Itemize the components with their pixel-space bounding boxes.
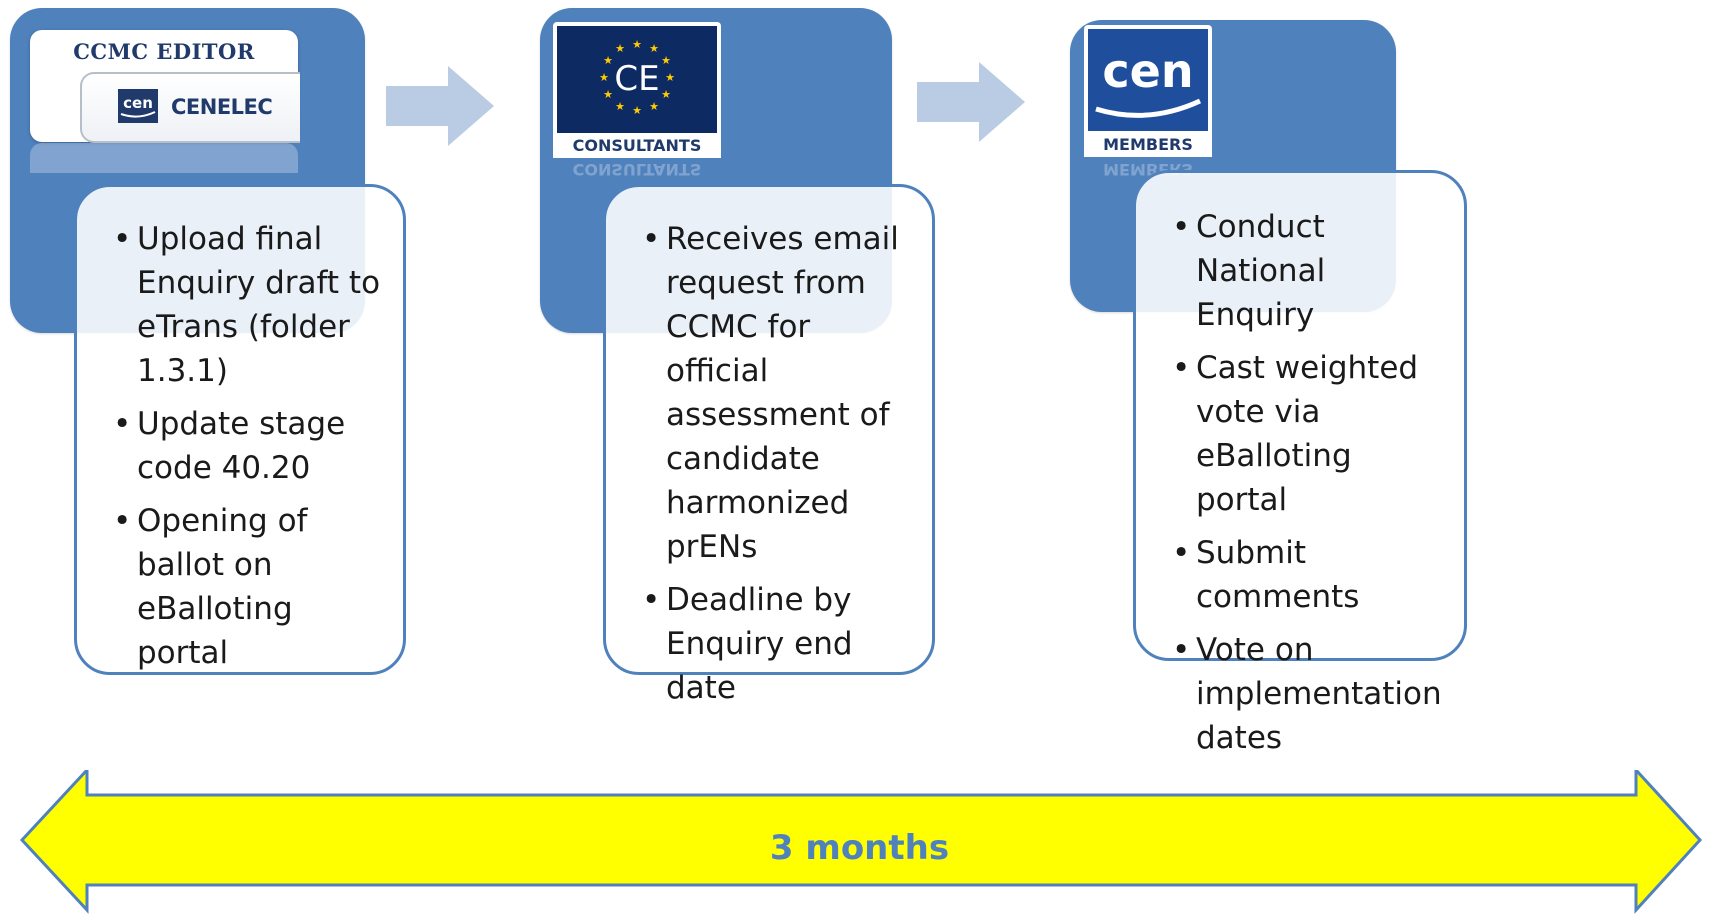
cen-mini-logo-icon: cen bbox=[118, 89, 158, 123]
stage-1-bullet-list: Upload final Enquiry draft to eTrans (fo… bbox=[111, 217, 383, 675]
consultants-caption: CONSULTANTS bbox=[553, 134, 721, 158]
stage-3-bullet: Conduct National Enquiry bbox=[1170, 205, 1450, 337]
ce-marking-icon: ★ ★ ★ ★ ★ ★ ★ ★ ★ ★ ★ ★ CE bbox=[557, 26, 717, 133]
members-caption: MEMBERS bbox=[1084, 133, 1212, 157]
svg-text:★: ★ bbox=[615, 42, 625, 55]
ccmc-editor-logo: CCMC EDITOR cen CENELEC bbox=[30, 30, 300, 143]
cenelec-wordmark: CENELEC bbox=[171, 95, 273, 119]
svg-text:★: ★ bbox=[649, 100, 659, 113]
svg-text:★: ★ bbox=[665, 71, 675, 84]
stage-3-bullet-list: Conduct National Enquiry Cast weighted v… bbox=[1170, 205, 1450, 760]
stage-3-bullet: Vote on implementation dates bbox=[1170, 628, 1450, 760]
flow-arrow-1-icon bbox=[386, 66, 494, 146]
svg-text:★: ★ bbox=[661, 88, 671, 101]
stage-2-bullet: Deadline by Enquiry end date bbox=[640, 578, 916, 710]
stage-1-bullet: Upload final Enquiry draft to eTrans (fo… bbox=[111, 217, 383, 393]
svg-text:★: ★ bbox=[599, 71, 609, 84]
svg-text:cen: cen bbox=[123, 94, 153, 112]
ce-mark-text: CE bbox=[614, 59, 659, 99]
stage-3-bullet: Submit comments bbox=[1170, 531, 1450, 619]
consultants-caption-reflection: CONSULTANTS bbox=[572, 160, 702, 179]
svg-text:cen: cen bbox=[1102, 44, 1193, 98]
stage-1-bullet: Update stage code 40.20 bbox=[111, 402, 383, 490]
svg-text:★: ★ bbox=[603, 54, 613, 67]
stage-1-textbox: Upload final Enquiry draft to eTrans (fo… bbox=[74, 184, 406, 675]
stage-2-textbox: Receives email request from CCMC for off… bbox=[603, 184, 935, 706]
svg-text:★: ★ bbox=[603, 88, 613, 101]
stage-3-textbox: Conduct National Enquiry Cast weighted v… bbox=[1133, 170, 1467, 756]
svg-text:★: ★ bbox=[632, 104, 642, 117]
stage-2-bullet: Receives email request from CCMC for off… bbox=[640, 217, 916, 569]
svg-text:★: ★ bbox=[632, 38, 642, 51]
consultants-logo: ★ ★ ★ ★ ★ ★ ★ ★ ★ ★ ★ ★ CE CONSULTANTS bbox=[553, 22, 721, 158]
timeline-double-arrow bbox=[19, 770, 1703, 914]
svg-text:★: ★ bbox=[661, 54, 671, 67]
flow-arrow-2-icon bbox=[917, 62, 1025, 142]
cenelec-badge: cen CENELEC bbox=[80, 72, 300, 143]
stage-2-bullet-list: Receives email request from CCMC for off… bbox=[640, 217, 916, 710]
ccmc-editor-title: CCMC EDITOR bbox=[73, 39, 255, 64]
ccmc-logo-reflection bbox=[30, 143, 298, 173]
svg-text:★: ★ bbox=[615, 100, 625, 113]
timeline-label: 3 months bbox=[769, 828, 950, 868]
cen-members-logo: cen MEMBERS bbox=[1084, 25, 1212, 157]
cen-logo-icon: cen bbox=[1088, 29, 1208, 131]
svg-text:★: ★ bbox=[649, 42, 659, 55]
stage-1-bullet: Opening of ballot on eBalloting portal bbox=[111, 499, 383, 675]
stage-3-bullet: Cast weighted vote via eBalloting portal bbox=[1170, 346, 1450, 522]
